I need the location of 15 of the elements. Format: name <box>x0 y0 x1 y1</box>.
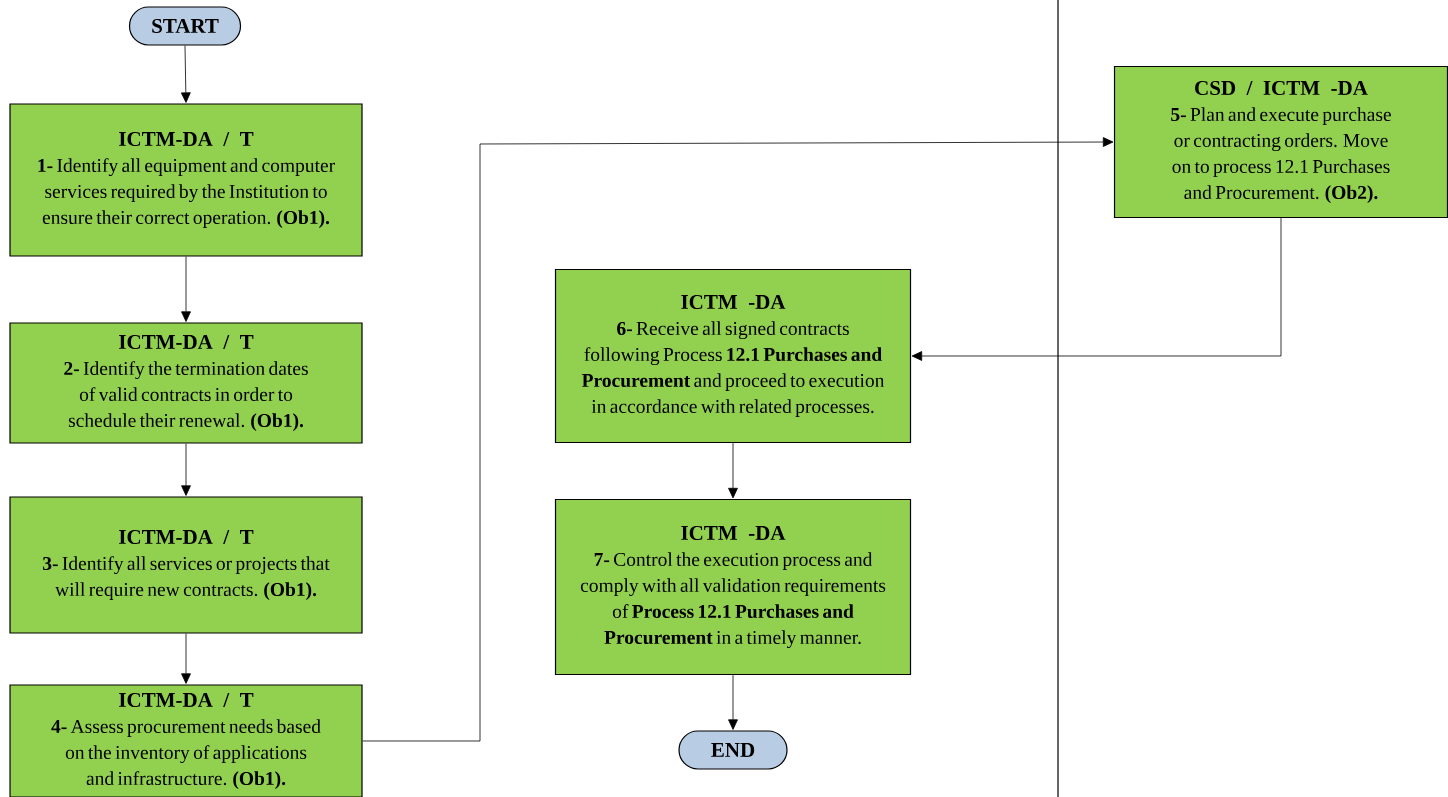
arrow <box>911 217 1282 361</box>
arrow <box>362 137 1114 742</box>
process-box: CSD / ICTM -DA 5- Plan and execute purchase or contracting orders. Move on to process 12.1 Purchases and Procurement. (Ob2). <box>1113 65 1448 219</box>
process-box: ICTM -DA 6- Receive all signed contracts following Process 12.1 Purchases and Procurement and proceed to execution in accordance with related processes. <box>554 268 912 444</box>
arrow <box>180 45 191 103</box>
process-box: ICTM -DA 7- Control the execution process and comply with all validation requirements of Process 12.1 Purchases and Procurement in a timely manner. <box>554 498 912 676</box>
arrow <box>728 442 738 499</box>
process-box: ICTM-DA / T 1- Identify all equipment and computer services required by the Institution to ensure their correct operation. (Ob1). <box>9 103 363 257</box>
arrow <box>728 674 738 730</box>
arrow <box>181 633 191 684</box>
process-box: ICTM-DA / T 3- Identify all services or projects that will require new contracts. (Ob1). <box>9 496 363 634</box>
arrow <box>181 256 191 322</box>
process-box: ICTM-DA / T 2- Identify the termination dates of valid contracts in order to schedule their renewal. (Ob1). <box>9 322 363 444</box>
arrow <box>181 443 191 496</box>
process-box: ICTM-DA / T 4- Assess procurement needs based on the inventory of applications and infrastructure. (Ob1). <box>9 684 363 797</box>
